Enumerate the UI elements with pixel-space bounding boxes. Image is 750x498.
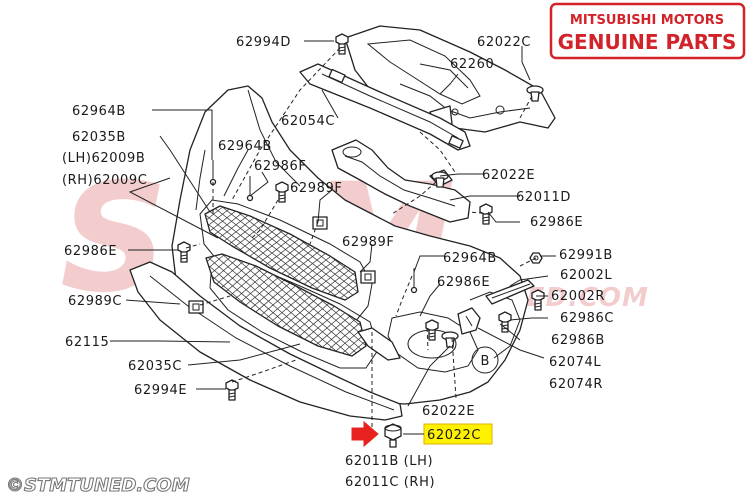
label-62035B: 62035B bbox=[72, 130, 126, 145]
trim-strip-62002 bbox=[485, 279, 535, 305]
label-62011D: 62011D bbox=[516, 190, 571, 205]
label-62074R: 62074R bbox=[549, 377, 603, 392]
label-62989C: 62989C bbox=[68, 294, 122, 309]
label-62991B: 62991B bbox=[559, 248, 613, 263]
brand-badge: MITSUBISHI MOTORS GENUINE PARTS bbox=[549, 2, 746, 60]
label-62022C-highlight: 62022C bbox=[427, 428, 481, 443]
side-bracket-62074 bbox=[457, 307, 481, 335]
label-62009C: (RH)62009C bbox=[62, 173, 147, 188]
clip-icon-62989C bbox=[188, 300, 204, 314]
bolt-icon-62986C bbox=[531, 289, 545, 311]
brand-line1: MITSUBISHI MOTORS bbox=[570, 13, 724, 28]
label-62964B-1: 62964B bbox=[72, 104, 126, 119]
circle-b-label: B bbox=[481, 354, 490, 369]
clip-icon-62022C-top bbox=[526, 85, 544, 102]
brand-line2: GENUINE PARTS bbox=[558, 30, 737, 54]
label-62986F: 62986F bbox=[254, 159, 306, 174]
label-62964B-3: 62964B bbox=[443, 251, 497, 266]
label-62986E-3: 62986E bbox=[437, 275, 490, 290]
label-62986E-2: 62986E bbox=[64, 244, 117, 259]
label-62986B: 62986B bbox=[551, 333, 605, 348]
lower-bar-62011 bbox=[357, 327, 401, 361]
label-62964B-2: 62964B bbox=[218, 139, 272, 154]
fasteners bbox=[177, 33, 545, 401]
label-62022E-2: 62022E bbox=[422, 404, 475, 419]
label-62074L: 62074L bbox=[549, 355, 601, 370]
dashed-lines bbox=[185, 47, 537, 430]
label-62986C: 62986C bbox=[560, 311, 614, 326]
label-62994D: 62994D bbox=[236, 35, 291, 50]
label-62022C-top: 62022C bbox=[477, 35, 531, 50]
pin-icon-62964B-2 bbox=[246, 176, 254, 202]
bolt-icon-62986E-3 bbox=[425, 319, 439, 341]
footer-copyright: ©STMTUNED.COM bbox=[6, 475, 190, 496]
label-62989F-1: 62989F bbox=[290, 181, 342, 196]
highlight-arrow-icon bbox=[351, 420, 379, 448]
label-62054C: 62054C bbox=[281, 114, 335, 129]
bolt-icon-62994E bbox=[225, 379, 239, 401]
clip-icon-62989F-1 bbox=[312, 216, 328, 230]
footer: ©STMTUNED.COM bbox=[5, 474, 190, 496]
bolt-icon-62994D bbox=[335, 33, 349, 55]
label-62115: 62115 bbox=[65, 335, 109, 350]
clip-icon-62989F-2 bbox=[360, 270, 376, 284]
label-62011B: 62011B (LH) bbox=[345, 454, 433, 469]
bolt-icon-62986F bbox=[275, 181, 289, 203]
label-62002L: 62002L bbox=[560, 268, 612, 283]
label-62022E-1: 62022E bbox=[482, 168, 535, 183]
clip-icon bbox=[384, 423, 402, 448]
label-62009B: (LH)62009B bbox=[62, 151, 145, 166]
label-62994E: 62994E bbox=[134, 383, 187, 398]
upper-support-panel bbox=[344, 25, 556, 133]
label-62986E-1: 62986E bbox=[530, 215, 583, 230]
callout-labels: 62994D 62022C 62260 62054C 62964B 62035B… bbox=[62, 35, 614, 490]
label-62002R: 62002R bbox=[551, 289, 605, 304]
highlight-callout: 62022C bbox=[351, 420, 493, 448]
upper-bar-62054C bbox=[299, 63, 471, 151]
label-62989F-2: 62989F bbox=[342, 235, 394, 250]
label-62035C: 62035C bbox=[128, 359, 182, 374]
leader-lines bbox=[110, 40, 556, 407]
label-62011C: 62011C (RH) bbox=[345, 475, 435, 490]
label-62260: 62260 bbox=[450, 57, 494, 72]
